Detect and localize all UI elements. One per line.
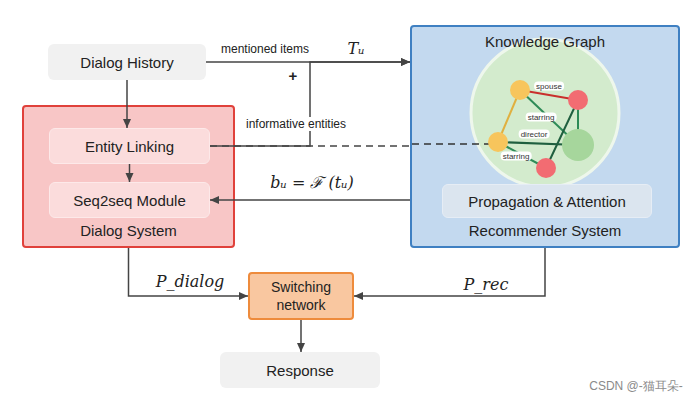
flow-arrow: [210, 199, 410, 201]
flow-arrow: [129, 248, 249, 296]
edge-label: informative entities: [244, 117, 348, 131]
flow-arrow: [300, 320, 302, 352]
system-panel: Dialog System Entity LinkingSeq2seq Modul…: [22, 105, 235, 248]
junction-plus: +: [287, 67, 300, 84]
node-text: Switching network: [250, 278, 352, 314]
relation-label: spouse: [534, 82, 564, 91]
relation-label: starring: [501, 152, 532, 161]
module-box: Entity Linking: [49, 128, 210, 164]
flow-arrow: [129, 164, 131, 182]
flow-arrow: [206, 61, 410, 63]
relation-label: starring: [526, 113, 557, 122]
watermark: CSDN @-猫耳朵-: [589, 378, 683, 395]
flow-arrow: [210, 62, 410, 146]
node-text: Dialog System: [24, 222, 233, 239]
edge-label: P_dialog: [154, 272, 227, 291]
edge-label: mentioned items: [219, 42, 311, 56]
node-text: Knowledge Graph: [412, 33, 678, 50]
edge-label: P_rec: [462, 275, 511, 294]
node-text: Dialog History: [80, 54, 173, 71]
dashed-link: [210, 145, 410, 147]
node-text: Propagation & Attention: [468, 193, 626, 210]
flow-arrow: [126, 80, 128, 128]
flow-arrow: [354, 248, 545, 296]
relation-label: director: [519, 130, 550, 139]
node-text: Recommender System: [412, 222, 678, 239]
math-label: Tᵤ: [345, 39, 366, 58]
module-box: Seq2seq Module: [49, 182, 210, 218]
switch-box: Switching network: [248, 272, 354, 320]
output-box: Response: [220, 352, 380, 388]
module-box: Propagation & Attention: [442, 184, 652, 218]
node-text: Seq2seq Module: [73, 192, 186, 209]
node-text: Entity Linking: [85, 138, 174, 155]
input-box: Dialog History: [48, 44, 206, 80]
node-text: Response: [266, 362, 334, 379]
edge-label: bᵤ = ℱ (tᵤ): [268, 171, 356, 193]
